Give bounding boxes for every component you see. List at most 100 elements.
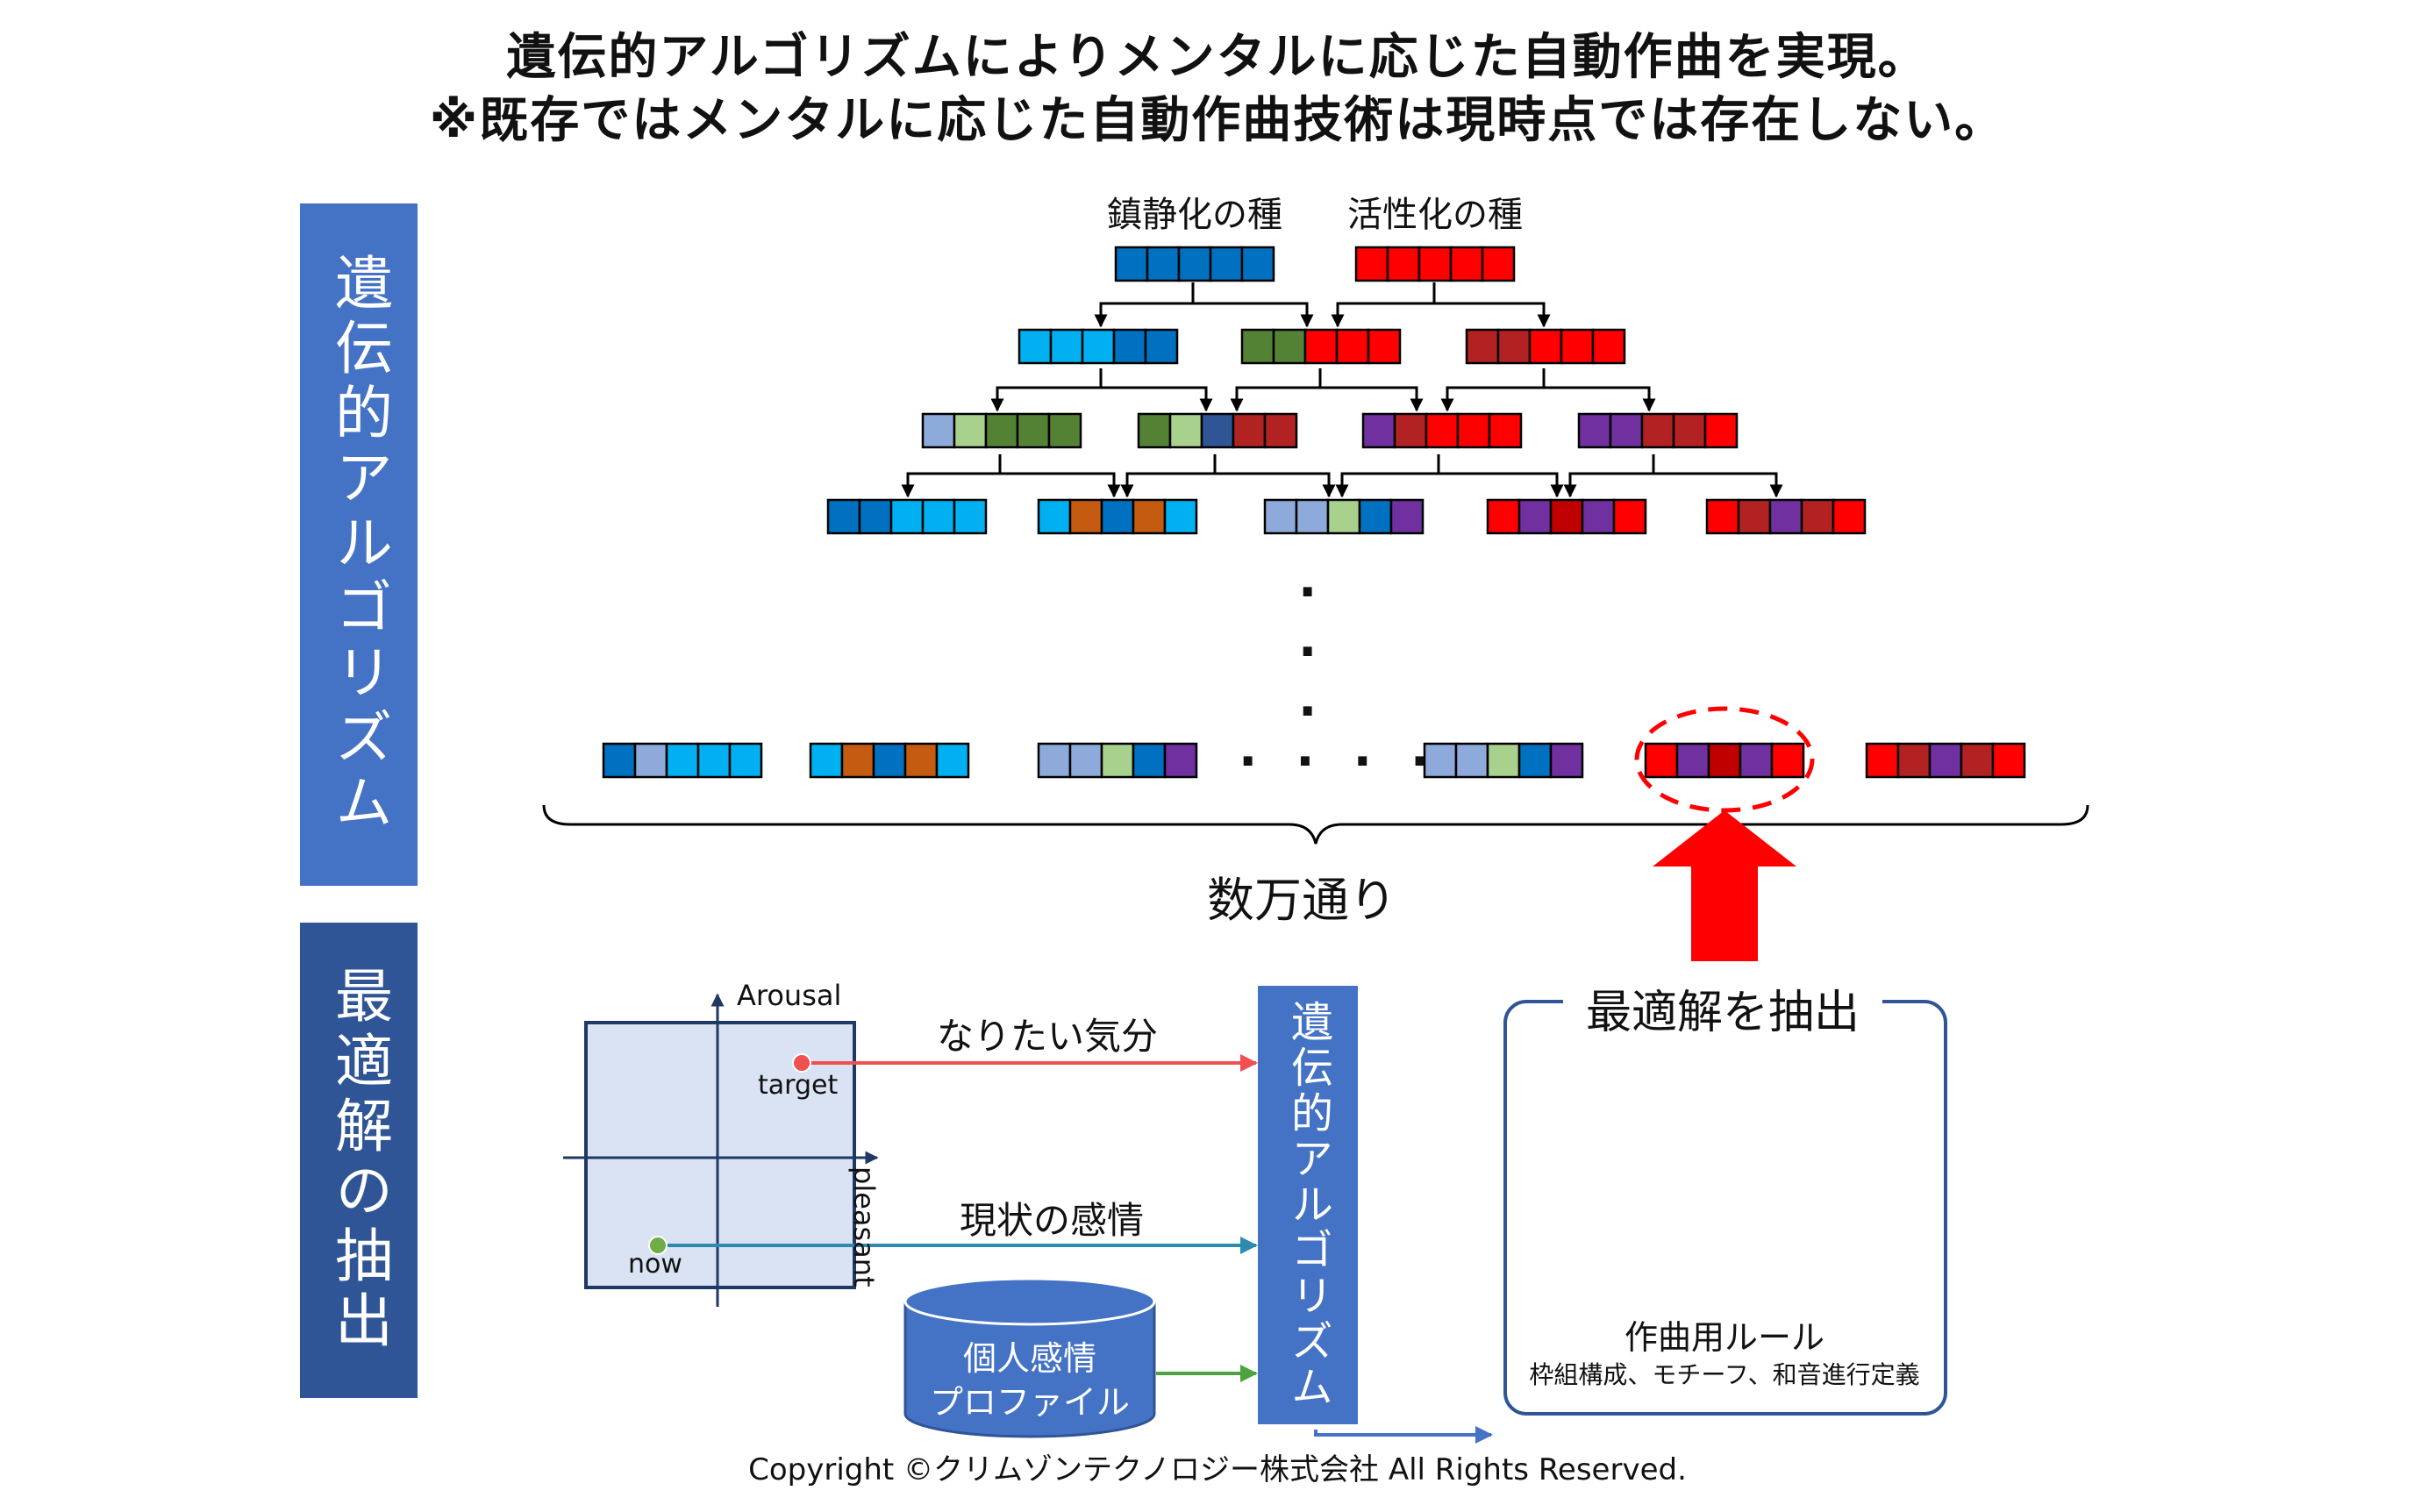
gene-cell: [1303, 328, 1339, 365]
gene-cell: [1577, 412, 1612, 449]
gene-cell: [1705, 498, 1740, 535]
gene-cell: [953, 498, 988, 535]
rules-detail: 枠組構成、モチーフ、和音進行定義: [1529, 1360, 1920, 1389]
now-point: [648, 1236, 668, 1255]
chromosome-strip: [1486, 498, 1647, 535]
gene-cell: [984, 412, 1019, 449]
gene-cell: [1644, 742, 1679, 779]
gene-cell: [1047, 412, 1082, 449]
gene-cell: [1200, 412, 1235, 449]
gene-cell: [1389, 498, 1425, 535]
gene-cell: [1612, 498, 1647, 535]
gene-cell: [1739, 742, 1774, 779]
chromosome-strip: [1018, 328, 1179, 365]
gene-cell: [1132, 498, 1167, 535]
title-line-2: ※既存ではメンタルに応じた自動作曲技術は現時点では存在しない。: [429, 92, 2006, 149]
gene-cell: [1168, 412, 1203, 449]
gene-cell: [1609, 412, 1644, 449]
gene-cell: [1393, 412, 1428, 449]
chromosome-strip: [1263, 498, 1425, 535]
gene-cell: [1209, 246, 1244, 282]
gene-cell: [1481, 246, 1516, 282]
gene-cell: [1456, 412, 1491, 449]
gene-cell: [1770, 742, 1805, 779]
ellipsis-dot: .: [1298, 611, 1317, 668]
gene-cell: [1517, 498, 1553, 535]
gene-cell: [1137, 412, 1172, 449]
gene-cell: [1549, 742, 1584, 779]
gene-cell: [872, 742, 907, 779]
gene-cell: [858, 498, 893, 535]
now-label: now: [628, 1249, 682, 1280]
gene-cell: [1488, 412, 1523, 449]
gene-cell: [1528, 328, 1563, 365]
profile-line-1: 個人感情: [962, 1339, 1096, 1378]
gene-cell: [1354, 246, 1389, 282]
gene-cell: [1672, 412, 1707, 449]
gene-cell: [1163, 498, 1198, 535]
gene-cell: [1037, 498, 1072, 535]
gene-cell: [1132, 742, 1167, 779]
chromosome-strip: [1361, 412, 1523, 449]
rules-name: 作曲用ルール: [1624, 1318, 1824, 1357]
chromosome-strip: [1114, 246, 1275, 282]
chromosome-strip: [1465, 328, 1626, 365]
chromosome-strip: [809, 742, 970, 779]
gene-cell: [1335, 328, 1370, 365]
copyright: Copyright ©クリムゾンテクノロジー株式会社 All Rights Re…: [748, 1452, 1687, 1487]
chromosome-strip: [1705, 498, 1867, 535]
gene-cell: [1068, 498, 1103, 535]
arousal-axis-label: Arousal: [737, 979, 842, 1012]
chromosome-strip: [1644, 742, 1805, 779]
gene-cell: [1367, 328, 1402, 365]
gene-cell: [1549, 498, 1584, 535]
gene-cell: [1361, 412, 1396, 449]
chromosome-strip: [826, 498, 988, 535]
chromosome-strip: [1037, 498, 1198, 535]
gene-cell: [1358, 498, 1393, 535]
chromosome-strip: [1865, 742, 2026, 779]
gene-cell: [1100, 742, 1135, 779]
gene-cell: [921, 498, 956, 535]
gene-cell: [1272, 328, 1307, 365]
gene-cell: [1114, 246, 1149, 282]
gene-cell: [1018, 328, 1053, 365]
gene-cell: [1100, 498, 1135, 535]
rules-box-title: 最適解を抽出: [1563, 975, 1883, 1041]
gene-cell: [1144, 328, 1179, 365]
gene-cell: [1640, 412, 1675, 449]
gene-cell: [826, 498, 861, 535]
gene-cell: [1675, 742, 1710, 779]
gene-cell: [633, 742, 668, 779]
gene-cell: [840, 742, 875, 779]
gene-cell: [1425, 412, 1460, 449]
gene-cell: [1896, 742, 1932, 779]
ellipsis-dot: .: [1239, 721, 1296, 778]
gene-cell: [1326, 498, 1361, 535]
gene-cell: [1177, 246, 1212, 282]
gene-cell: [1865, 742, 1900, 779]
chromosome-layer: [602, 246, 2026, 779]
seed-label-active: 活性化の種: [1347, 195, 1523, 235]
gene-cell: [1486, 742, 1521, 779]
side-label-extract: 最適解の抽出: [300, 923, 418, 1398]
gene-cell: [1037, 742, 1072, 779]
range-brace: [542, 804, 2089, 845]
gene-cell: [1417, 246, 1453, 282]
gene-cell: [1768, 498, 1803, 535]
pleasant-axis-label: pleasant: [847, 1166, 881, 1287]
gene-cell: [1832, 498, 1867, 535]
gene-cell: [1465, 328, 1500, 365]
target-label: target: [758, 1070, 839, 1101]
count-label: 数万通り: [1207, 873, 1396, 928]
gene-cell: [696, 742, 732, 779]
profile-line-2: プロファイル: [929, 1383, 1130, 1422]
gene-cell: [889, 498, 925, 535]
gene-cell: [1960, 742, 1995, 779]
chromosome-strip: [1240, 328, 1402, 365]
gene-cell: [809, 742, 844, 779]
gene-cell: [1707, 742, 1742, 779]
gene-cell: [602, 742, 637, 779]
gene-cell: [1703, 412, 1739, 449]
